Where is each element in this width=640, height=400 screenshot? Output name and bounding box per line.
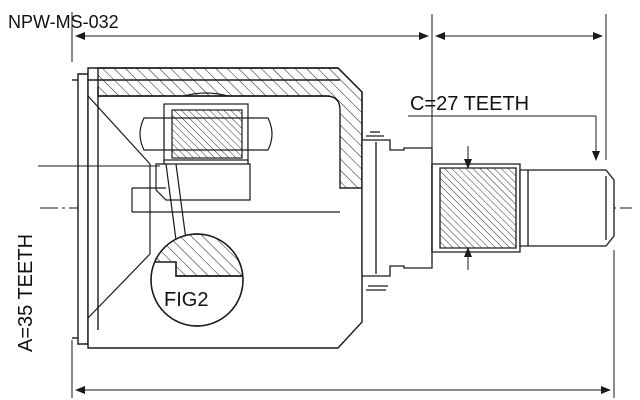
inner-shaft-lines [87,95,340,319]
fig2-label: FIG2 [164,289,208,311]
stub-neck [361,131,433,291]
c-teeth-leader [408,115,600,161]
top-dimension [71,12,607,160]
tripod-assembly [139,92,273,171]
a-teeth-label: A=35 TEETH [15,234,37,352]
spline-shaft [431,163,521,253]
part-number: NPW-MS-032 [8,12,119,32]
c-teeth-label: C=27 TEETH [410,93,529,115]
fig2-detail [150,233,244,327]
bottom-dimension [71,250,615,398]
shaft-end [519,169,615,247]
